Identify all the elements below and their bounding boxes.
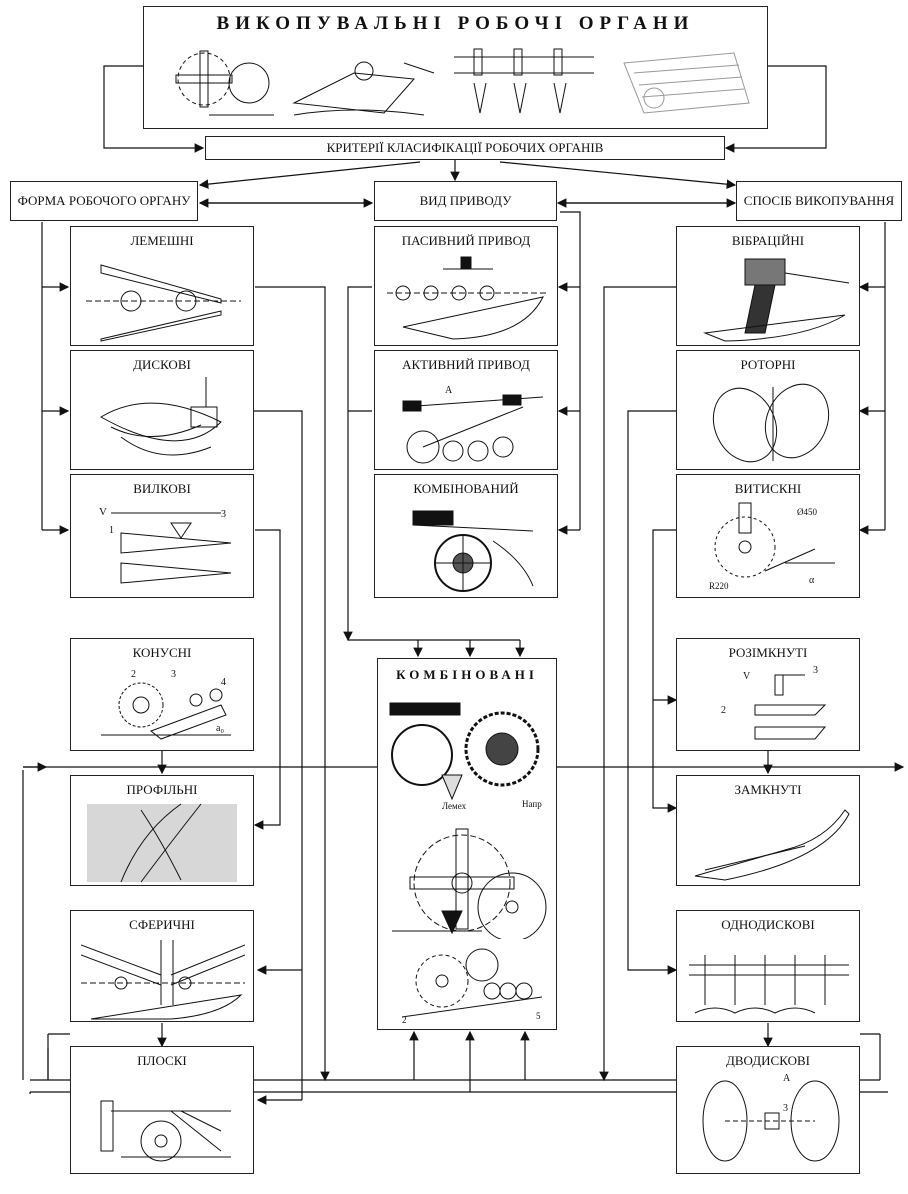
svg-text:3: 3 [813,665,818,676]
group-form: ФОРМА РОБОЧОГО ОРГАНУ [10,181,198,221]
svg-text:R220: R220 [709,581,729,591]
method-item-open: РОЗІМКНУТІ V 3 2 [676,638,860,751]
single-disc-sketch [689,955,849,1014]
svg-text:V: V [743,671,751,682]
combined-drive-sketch [412,510,534,592]
group-drive: ВИД ПРИВОДУ [374,181,557,221]
closed-sketch [694,809,850,881]
svg-text:2: 2 [131,669,136,680]
drive-item-passive: ПАСИВНИЙ ПРИВОД [374,226,558,346]
svg-text:5: 5 [536,1011,541,1021]
active-drive-sketch: A [402,385,544,464]
extrusion-sketch: Ø450 R220 α [709,502,835,591]
double-disc-sketch: A 3 [702,1073,840,1162]
drive-item-active: АКТИВНИЙ ПРИВОД A [374,350,558,470]
method-item-closed: ЗАМКНУТІ [676,775,860,886]
combined-sketch-chain: 2 5 [401,948,543,1025]
combined-sketch-cross [392,828,547,939]
group-method-label: СПОСІБ ВИКОПУВАННЯ [743,192,895,208]
title-box: ВИКОПУВАЛЬНІ РОБОЧІ ОРГАНИ [143,6,768,129]
svg-text:Напр: Напр [522,799,542,809]
form-item-ploski: ПЛОСКІ [70,1046,254,1174]
method-item-single-disc: ОДНОДИСКОВІ [676,910,860,1022]
disc-sketch [100,377,222,456]
criteria-label: КРИТЕРІЇ КЛАСИФІКАЦІЇ РОБОЧИХ ОРГАНІВ [326,139,604,155]
form-item-konusni: КОНУСНІ 2 3 4 a₀ [70,638,254,751]
combined-box: КОМБІНОВАНІ Лемех Напр 2 5 [377,658,557,1030]
sphere-sketch [81,940,245,1020]
method-item-extrusion: ВИТИСКНІ Ø450 R220 α [676,474,860,598]
form-item-lemeshni: ЛЕМЕШНІ [70,226,254,346]
svg-text:a₀: a₀ [216,723,224,734]
svg-text:2: 2 [402,1015,407,1025]
svg-text:A: A [445,385,453,396]
svg-text:Лемех: Лемех [442,801,467,811]
svg-text:3: 3 [783,1103,788,1114]
form-item-diskovi: ДИСКОВІ [70,350,254,470]
drive-item-combined: КОМБІНОВАНИЙ [374,474,558,598]
page-title: ВИКОПУВАЛЬНІ РОБОЧІ ОРГАНИ [216,13,695,34]
rotor-sketch [712,383,830,463]
method-item-rotor: РОТОРНІ [676,350,860,470]
cone-sketch: 2 3 4 a₀ [101,669,231,740]
form-item-profilni: ПРОФІЛЬНІ [70,775,254,886]
group-method: СПОСІБ ВИКОПУВАННЯ [736,181,902,221]
form-item-vylkovi: ВИЛКОВІ V 3 1 [70,474,254,598]
svg-text:A: A [783,1073,791,1084]
svg-text:3: 3 [171,669,176,680]
svg-text:α: α [809,575,815,586]
profile-sketch [87,803,237,883]
digger-sketches [175,48,750,116]
svg-text:2: 2 [721,705,726,716]
svg-text:3: 3 [221,509,226,520]
open-sketch: V 3 2 [721,665,827,740]
svg-text:Ø450: Ø450 [797,507,817,517]
group-form-label: ФОРМА РОБОЧОГО ОРГАНУ [17,192,191,208]
svg-text:1: 1 [109,525,114,536]
vibration-sketch [703,258,850,342]
fork-sketch: V 3 1 [99,506,232,584]
combined-sketch-rotor: Лемех Напр [389,702,542,811]
passive-drive-sketch [387,256,547,340]
method-item-double-disc: ДВОДИСКОВІ A 3 [676,1046,860,1174]
svg-text:4: 4 [221,677,226,688]
combined-title: КОМБІНОВАНІ [396,667,538,682]
method-item-vibration: ВІБРАЦІЙНІ [676,226,860,346]
share-sketch [86,264,241,342]
criteria-box: КРИТЕРІЇ КЛАСИФІКАЦІЇ РОБОЧИХ ОРГАНІВ [205,136,725,160]
flat-sketch [100,1100,231,1162]
group-drive-label: ВИД ПРИВОДУ [419,192,512,208]
form-item-sferychni: СФЕРИЧНІ [70,910,254,1022]
svg-text:V: V [99,506,107,518]
